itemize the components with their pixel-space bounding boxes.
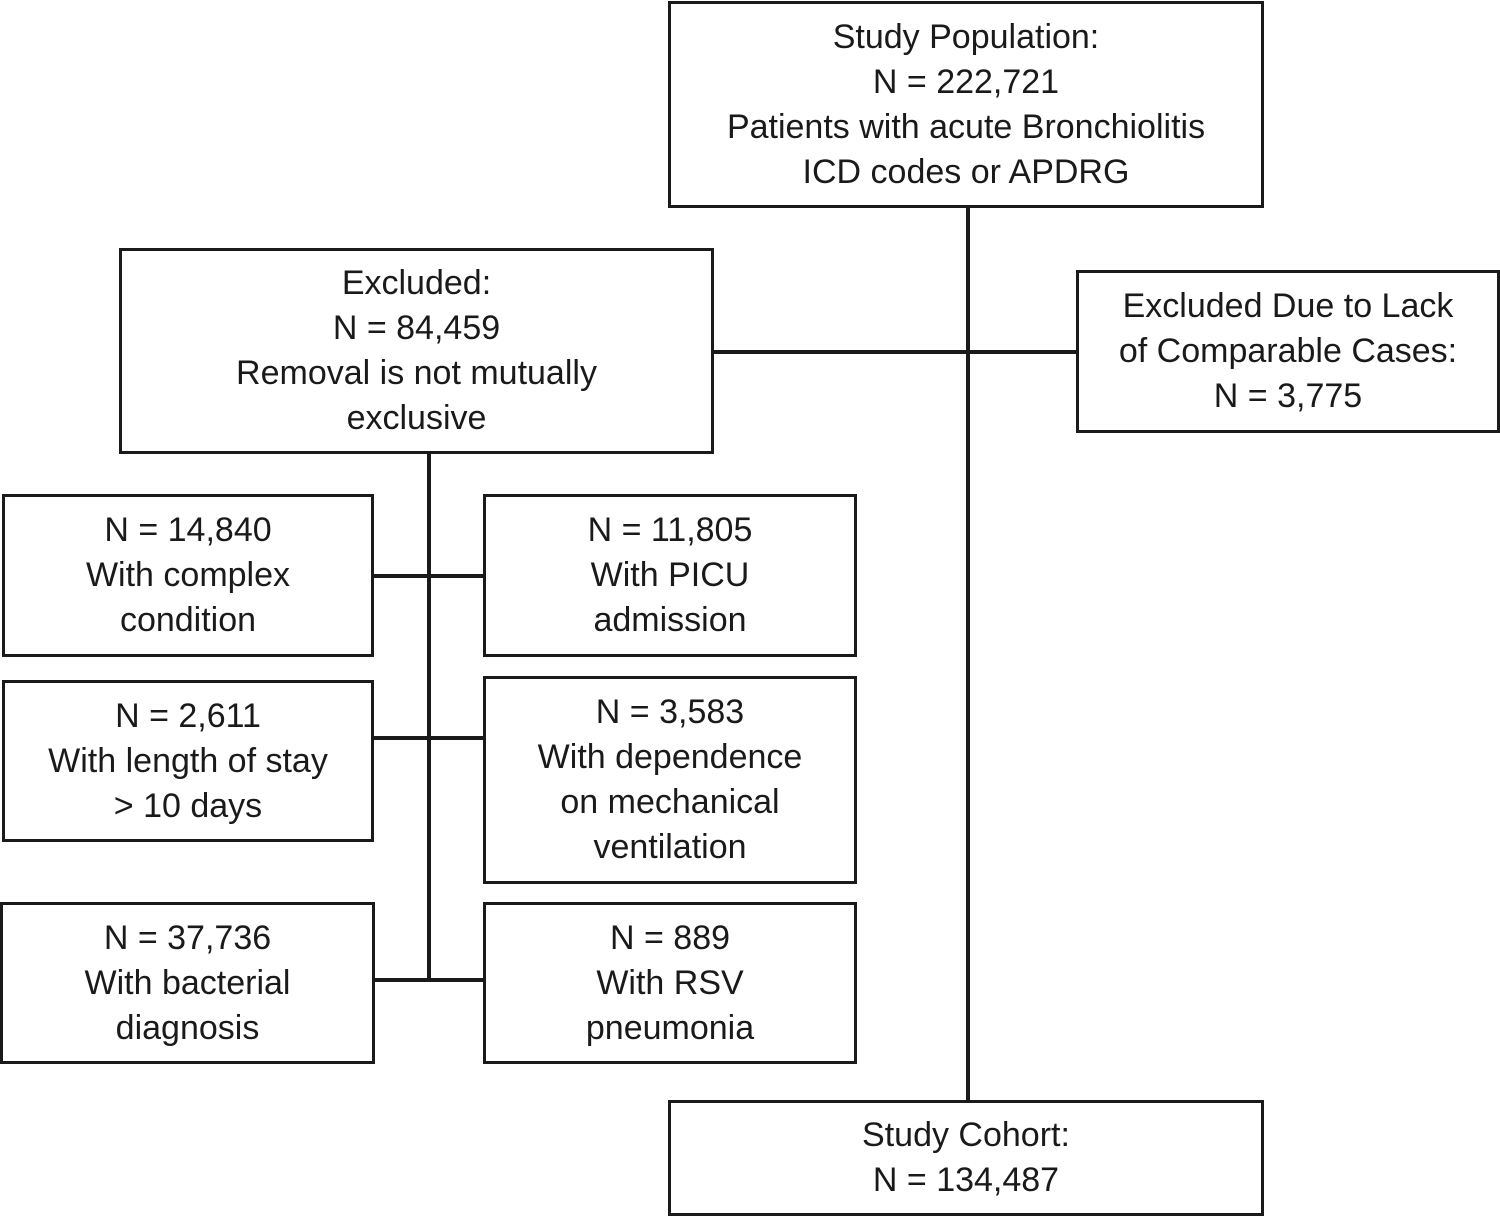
excluded-title: Excluded: [341,264,492,302]
picu-admission-label-1: With PICU [590,556,750,594]
mechanical-ventilation-count: N = 3,583 [595,693,745,731]
study-population-desc-1: Patients with acute Bronchiolitis [726,107,1206,146]
study-cohort-title: Study Cohort: [862,1116,1070,1154]
bacterial-diagnosis-box: N = 37,736 With bacterial diagnosis [0,902,375,1064]
complex-condition-count: N = 14,840 [104,511,272,549]
excluded-note-1: Removal is not mutually [236,354,597,392]
study-population-title: Study Population: [832,17,1100,56]
mechanical-ventilation-label-1: With dependence [537,738,803,776]
excluded-comparable-box: Excluded Due to Lack of Comparable Cases… [1076,270,1500,433]
excluded-comparable-title-2: of Comparable Cases: [1118,332,1458,370]
rsv-pneumonia-label-1: With RSV [596,963,744,1002]
row1-connector [372,574,485,578]
main-vertical-connector [966,206,970,1102]
excluded-note-2: exclusive [346,399,487,437]
mechanical-ventilation-box: N = 3,583 With dependence on mechanical … [483,676,857,884]
study-population-count: N = 222,721 [872,62,1060,101]
study-population-box: Study Population: N = 222,721 Patients w… [668,1,1264,208]
bacterial-diagnosis-label-1: With bacterial [84,963,291,1002]
excluded-count: N = 84,459 [332,309,501,347]
picu-admission-label-2: admission [593,601,747,639]
study-population-desc-2: ICD codes or APDRG [802,152,1130,191]
rsv-pneumonia-box: N = 889 With RSV pneumonia [483,902,857,1064]
length-of-stay-label-1: With length of stay [48,741,328,780]
bacterial-diagnosis-label-2: diagnosis [115,1008,260,1047]
rsv-pneumonia-count: N = 889 [609,918,731,957]
excluded-comparable-title-1: Excluded Due to Lack [1122,287,1454,325]
excluded-comparable-count: N = 3,775 [1213,377,1363,415]
row2-connector [372,736,485,740]
complex-condition-box: N = 14,840 With complex condition [2,494,374,657]
mechanical-ventilation-label-3: ventilation [593,828,747,866]
length-of-stay-box: N = 2,611 With length of stay > 10 days [2,680,374,842]
bacterial-diagnosis-count: N = 37,736 [103,918,272,957]
mechanical-ventilation-label-2: on mechanical [560,783,780,821]
row3-connector [372,978,485,982]
length-of-stay-count: N = 2,611 [115,696,261,735]
picu-admission-count: N = 11,805 [587,511,753,549]
length-of-stay-label-2: > 10 days [113,786,263,825]
exclusion-horizontal-connector [712,350,1079,354]
excluded-box: Excluded: N = 84,459 Removal is not mutu… [119,248,714,454]
complex-condition-label-1: With complex [85,556,291,594]
study-cohort-box: Study Cohort: N = 134,487 [668,1100,1264,1216]
excluded-vertical-connector [427,452,431,982]
picu-admission-box: N = 11,805 With PICU admission [483,494,857,657]
study-cohort-count: N = 134,487 [872,1161,1060,1199]
rsv-pneumonia-label-2: pneumonia [585,1008,755,1047]
complex-condition-label-2: condition [119,601,257,639]
